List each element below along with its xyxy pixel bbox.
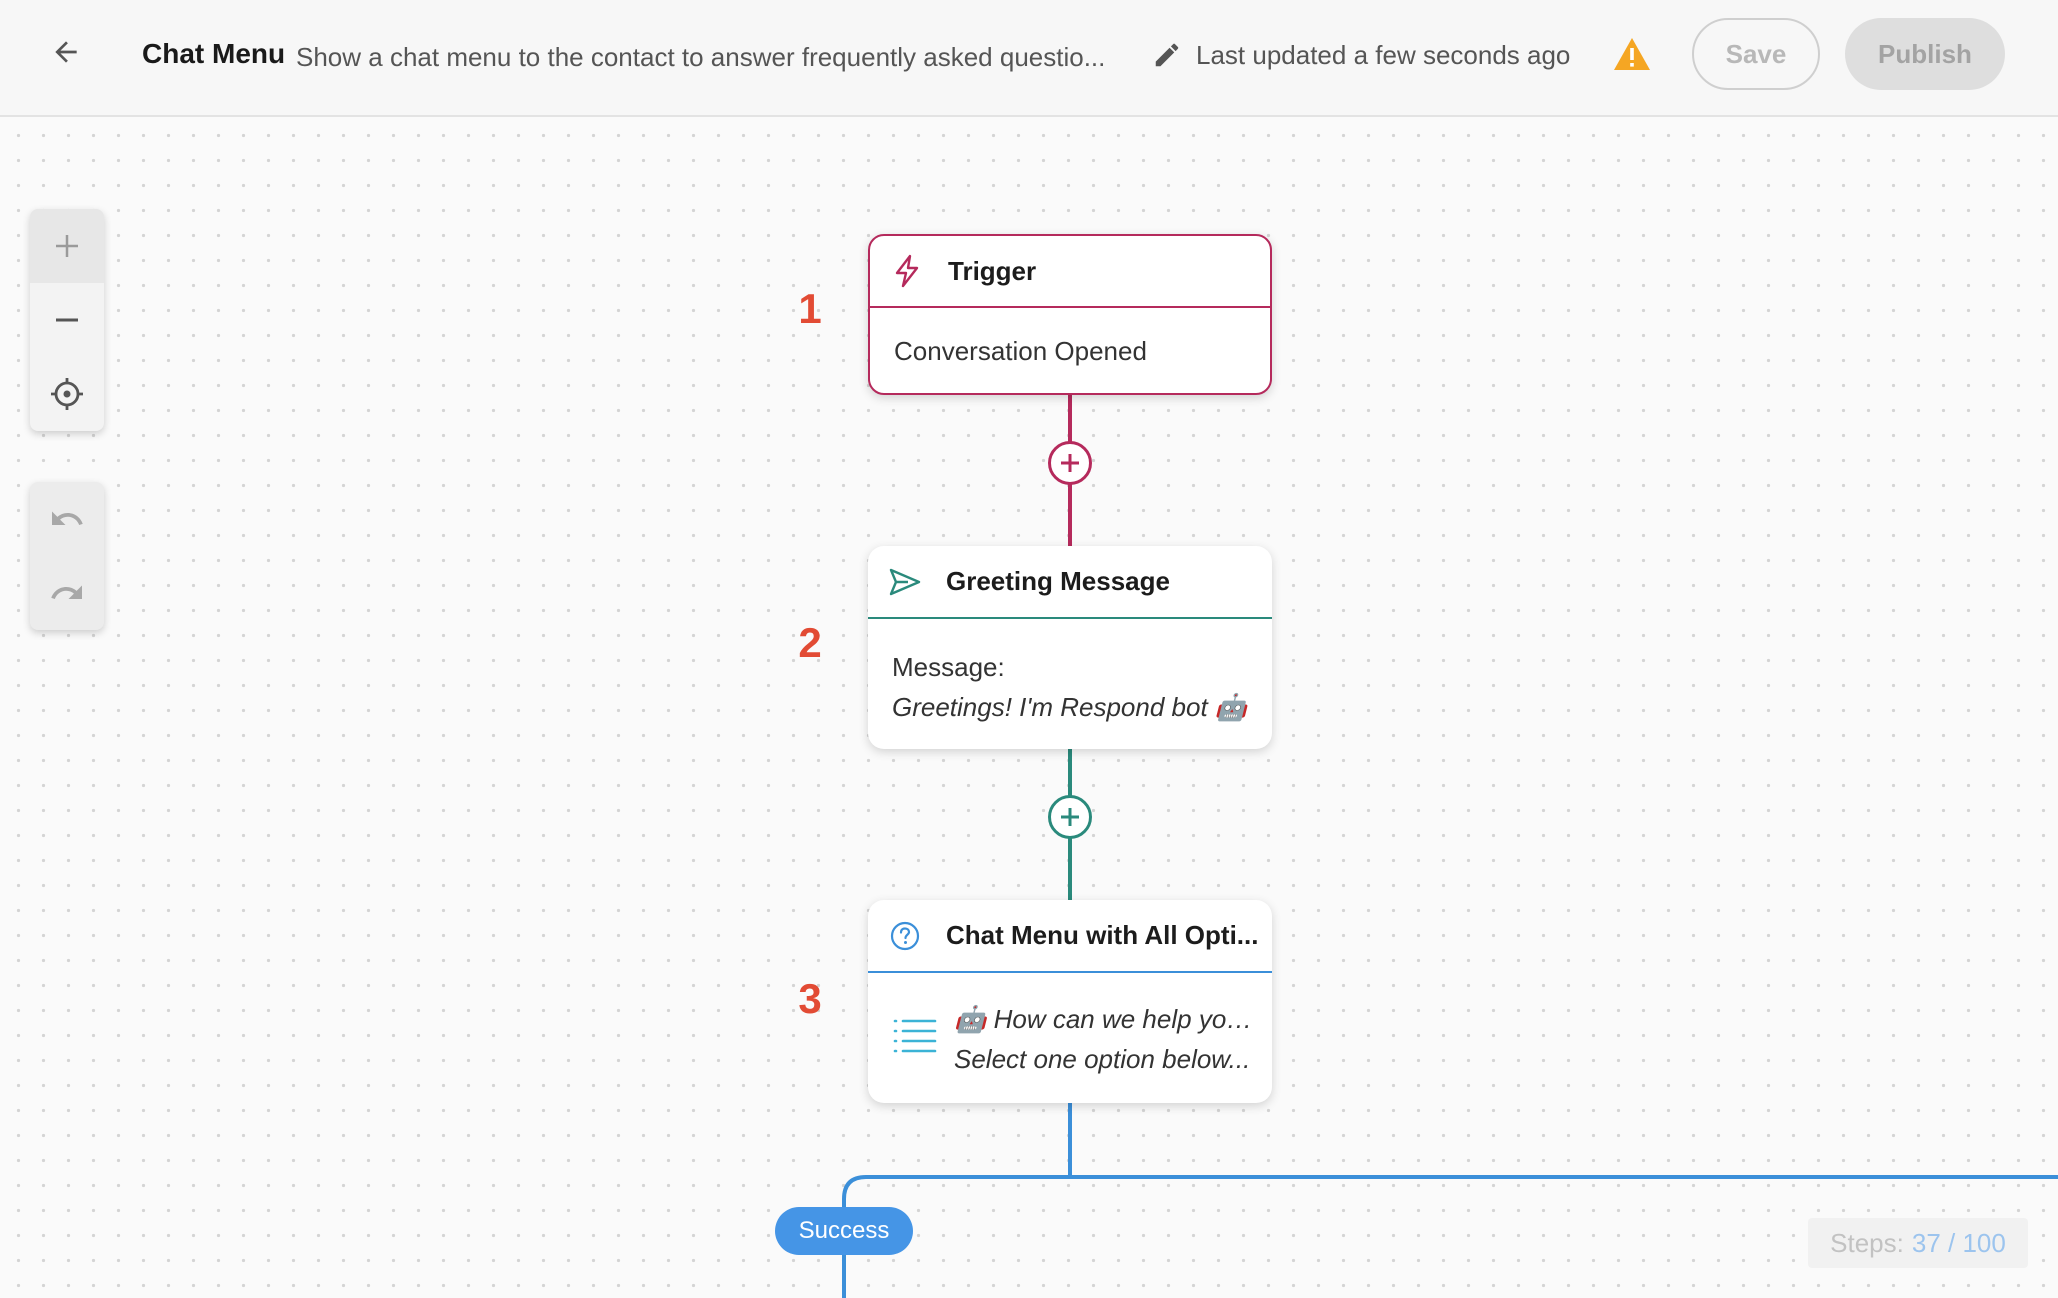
greeting-message-node[interactable]: Greeting Message Message: Greetings! I'm… (868, 546, 1272, 749)
chat-menu-node[interactable]: Chat Menu with All Opti... 🤖 How can we … (868, 900, 1272, 1103)
publish-button[interactable]: Publish (1845, 18, 2005, 90)
top-bar: Chat Menu Show a chat menu to the contac… (0, 0, 2058, 117)
save-button[interactable]: Save (1692, 18, 1820, 90)
steps-counter: Steps: 37 / 100 (1808, 1218, 2028, 1268)
success-branch-label[interactable]: Success (775, 1207, 913, 1255)
message-label: Message: (892, 652, 1005, 682)
history-controls (30, 482, 104, 630)
steps-label: Steps: (1830, 1227, 1904, 1258)
node-body: Message: Greetings! I'm Respond bot 🤖 (868, 619, 1272, 727)
node-header: Greeting Message (868, 546, 1272, 619)
crosshair-icon (51, 378, 83, 410)
arrow-left-icon (55, 41, 77, 63)
node-header: Trigger (870, 236, 1270, 308)
fit-view-button[interactable] (30, 357, 104, 431)
minus-icon (56, 318, 78, 322)
plus-icon (56, 235, 78, 257)
question-circle-icon (888, 919, 922, 953)
last-updated-text: Last updated a few seconds ago (1196, 40, 1571, 70)
send-icon (888, 565, 922, 599)
menu-prompt: 🤖 How can we help you? Select one option… (954, 999, 1254, 1079)
node-header: Chat Menu with All Opti... (868, 900, 1272, 973)
step-number: 3 (798, 975, 822, 1022)
undo-button[interactable] (30, 482, 104, 556)
step-number: 1 (798, 285, 822, 332)
zoom-in-button[interactable] (30, 209, 104, 283)
message-preview: Greetings! I'm Respond bot 🤖 (892, 692, 1248, 722)
lightning-icon (890, 254, 924, 288)
page-title: Chat Menu (142, 38, 286, 69)
redo-icon (51, 585, 82, 599)
plus-icon (1061, 808, 1079, 826)
redo-button[interactable] (30, 556, 104, 630)
step-number: 2 (798, 619, 822, 666)
plus-icon (1061, 454, 1079, 472)
warning-icon[interactable] (1612, 36, 1652, 72)
node-body: 🤖 How can we help you? Select one option… (868, 973, 1272, 1079)
node-title: Chat Menu with All Opti... (946, 920, 1259, 950)
menu-prompt-line: Select one option below... (954, 1044, 1251, 1074)
add-step-button[interactable] (1048, 795, 1092, 839)
back-button[interactable] (44, 30, 88, 74)
node-body: Conversation Opened (894, 336, 1147, 366)
workflow-canvas[interactable]: 1 2 3 Trigger Conversation Opened G (0, 119, 2058, 1298)
node-title: Trigger (948, 255, 1037, 286)
zoom-controls (30, 209, 104, 431)
steps-value: 37 / 100 (1911, 1227, 2006, 1258)
trigger-node[interactable]: Trigger Conversation Opened (868, 234, 1272, 395)
undo-icon (52, 511, 83, 525)
menu-prompt-line: 🤖 How can we help you? (954, 1004, 1254, 1034)
list-icon (893, 1019, 937, 1053)
zoom-out-button[interactable] (30, 283, 104, 357)
add-step-button[interactable] (1048, 441, 1092, 485)
page-description[interactable]: Show a chat menu to the contact to answe… (296, 42, 1106, 72)
pencil-icon[interactable] (1152, 40, 1182, 70)
node-title: Greeting Message (946, 566, 1170, 596)
